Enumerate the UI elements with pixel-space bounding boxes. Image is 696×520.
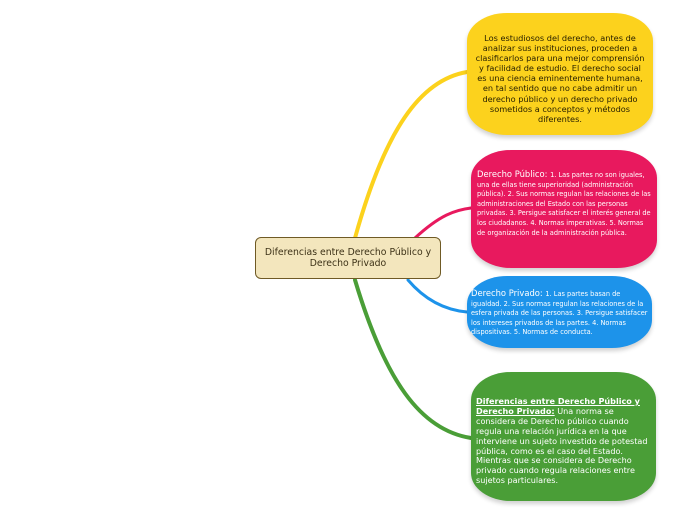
topic-diferencias-text: Una norma se considera de Derecho públic… [476, 405, 648, 486]
topic-derecho-publico-label: Derecho Público: [477, 169, 551, 179]
topic-derecho-privado-label: Derecho Privado: [471, 288, 546, 298]
topic-diferencias-label: Diferencias entre Derecho Público y Dere… [476, 396, 640, 416]
connector-pink [413, 206, 473, 240]
central-topic-label: Diferencias entre Derecho Público y Dere… [264, 247, 432, 269]
topic-diferencias[interactable]: Diferencias entre Derecho Público y Dere… [471, 372, 656, 501]
topic-fundamento[interactable]: Los estudiosos del derecho, antes de ana… [467, 13, 653, 135]
connector-blue [406, 278, 469, 314]
topic-derecho-privado-text: 1. Las partes basan de igualdad. 2. Sus … [471, 290, 648, 337]
topic-derecho-publico-text: 1. Las partes no son iguales, una de ell… [477, 171, 651, 237]
connector-green [353, 278, 473, 440]
connector-yellow [353, 70, 469, 240]
topic-derecho-publico[interactable]: Derecho Público: 1. Las partes no son ig… [471, 150, 657, 268]
central-topic[interactable]: Diferencias entre Derecho Público y Dere… [255, 237, 441, 279]
topic-derecho-privado[interactable]: Derecho Privado: 1. Las partes basan de … [467, 276, 652, 348]
topic-fundamento-text: Los estudiosos del derecho, antes de ana… [475, 33, 645, 124]
